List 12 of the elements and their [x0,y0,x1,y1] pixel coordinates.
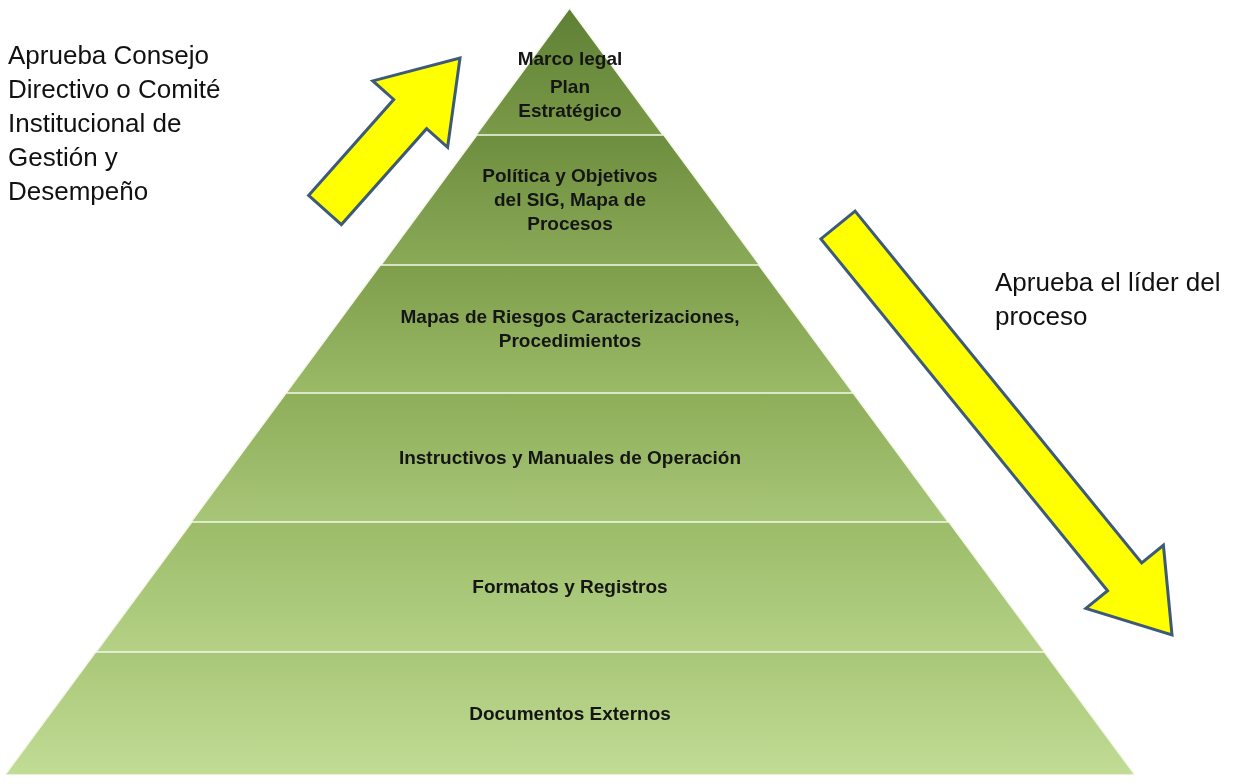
pyramid-level [5,652,1135,775]
level-label: Documentos Externos [469,701,671,726]
level-label: Plan Estratégico [517,75,623,124]
level-label: Formatos y Registros [472,575,668,599]
level-label: Instructivos y Manuales de Operación [398,445,742,470]
pyramid-level [191,393,949,522]
level-label: Política y Objetivos del SIG, Mapa de Procesos [481,164,659,236]
level-label: Mapas de Riesgos Caracterizaciones, Procedimientos [399,305,741,353]
note-text: Aprueba el líder del proceso [995,266,1222,333]
note-text: Aprueba Consejo Directivo o Comité Institucional de Gestión y Desempeño [8,39,222,208]
pyramid-level [95,522,1045,652]
pyramid-level [286,265,854,393]
